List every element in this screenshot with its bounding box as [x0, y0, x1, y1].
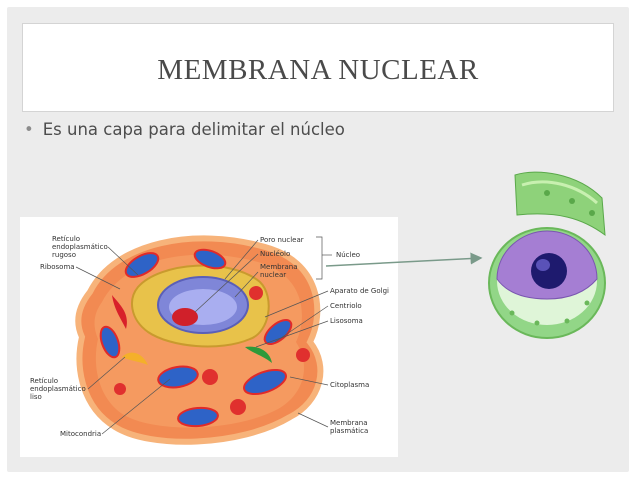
leader-lines	[75, 236, 332, 435]
label-ribosoma: Ribosoma	[40, 263, 75, 271]
label-reticulo-rugoso-1: Retículo	[52, 235, 80, 243]
nucleus-closeup	[477, 163, 612, 348]
label-poro-nuclear: Poro nuclear	[260, 236, 304, 244]
label-membrana-nuclear-1: Membrana	[260, 263, 298, 271]
label-membrana-nuclear-2: nuclear	[260, 271, 286, 279]
label-aparato-golgi: Aparato de Golgi	[330, 287, 389, 295]
label-reticulo-rugoso-3: rugoso	[52, 251, 76, 259]
nucleolus-closeup	[531, 253, 567, 289]
animal-cell-diagram: Retículo endoplasmático rugoso Ribosoma …	[20, 217, 398, 457]
title-box: MEMBRANA NUCLEAR	[22, 23, 614, 112]
label-membrana-plasmatica-2: plasmática	[330, 427, 368, 435]
slide-title: MEMBRANA NUCLEAR	[157, 54, 479, 86]
nucleus-closeup-svg	[488, 171, 606, 339]
label-nucleo: Núcleo	[336, 251, 360, 259]
bullet-item: • Es una capa para delimitar el núcleo	[24, 120, 345, 139]
label-nucleolo: Nucléolo	[260, 250, 290, 258]
animal-cell-svg: Retículo endoplasmático rugoso Ribosoma …	[30, 235, 389, 445]
label-membrana-plasmatica-1: Membrana	[330, 419, 368, 427]
bullet-text: Es una capa para delimitar el núcleo	[42, 120, 345, 139]
label-reticulo-liso-2: endoplasmático	[30, 385, 86, 393]
label-reticulo-liso-3: liso	[30, 393, 42, 401]
label-centriolo: Centriolo	[330, 302, 362, 310]
label-citoplasma: Citoplasma	[330, 381, 369, 389]
bullet-icon: •	[24, 120, 34, 139]
label-lisosoma: Lisosoma	[330, 317, 363, 325]
label-reticulo-liso-1: Retículo	[30, 377, 58, 385]
label-mitocondria: Mitocondria	[60, 430, 101, 438]
label-reticulo-rugoso-2: endoplasmático	[52, 243, 108, 251]
nucleolus	[172, 308, 198, 326]
lysosome	[249, 286, 263, 300]
